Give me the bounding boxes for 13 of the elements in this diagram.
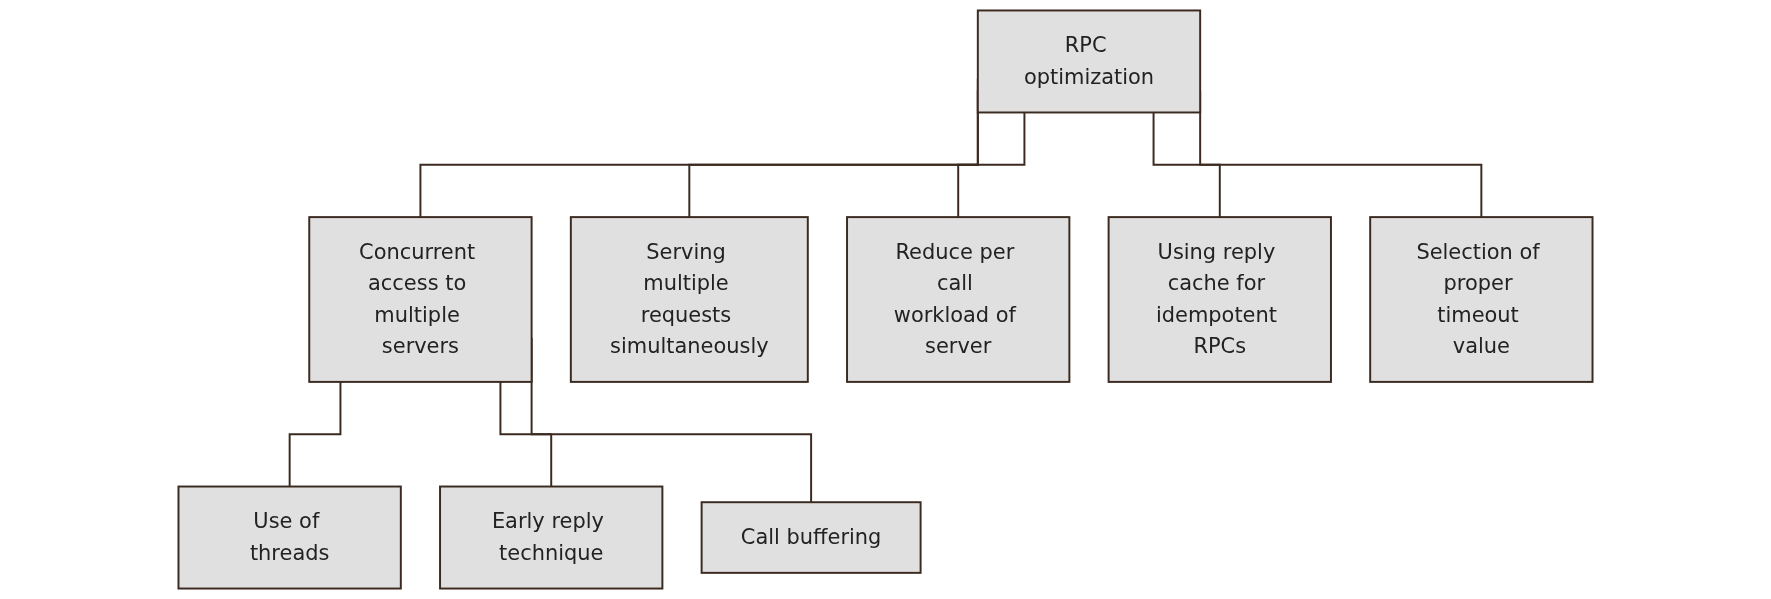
node-box: Using reply cache for idempotent RPCs [1107, 216, 1332, 383]
node-box: RPC optimization [976, 9, 1202, 114]
node-box: Use of threads [177, 485, 402, 590]
node-box: Serving multiple requests simultaneously [569, 216, 809, 383]
connector [288, 380, 342, 488]
node-box: Concurrent access to multiple servers [308, 216, 533, 383]
connector [499, 380, 553, 488]
node-box: Call buffering [700, 501, 922, 574]
node-box: Reduce per call workload of server [846, 216, 1071, 383]
connector [1152, 111, 1221, 219]
connector [957, 111, 1026, 219]
node-box: Early reply technique [439, 485, 664, 590]
node-box: Selection of proper timeout value [1369, 216, 1594, 383]
